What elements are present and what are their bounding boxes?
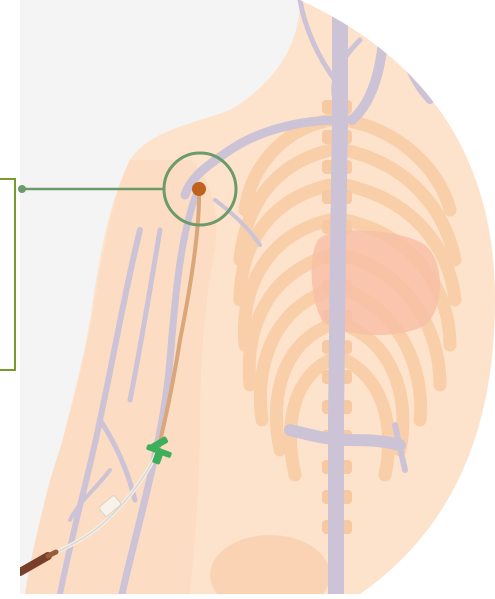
leader-end-dot: [18, 185, 26, 193]
callout-label-box: [0, 178, 16, 371]
catheter-tip-dot: [192, 182, 206, 196]
